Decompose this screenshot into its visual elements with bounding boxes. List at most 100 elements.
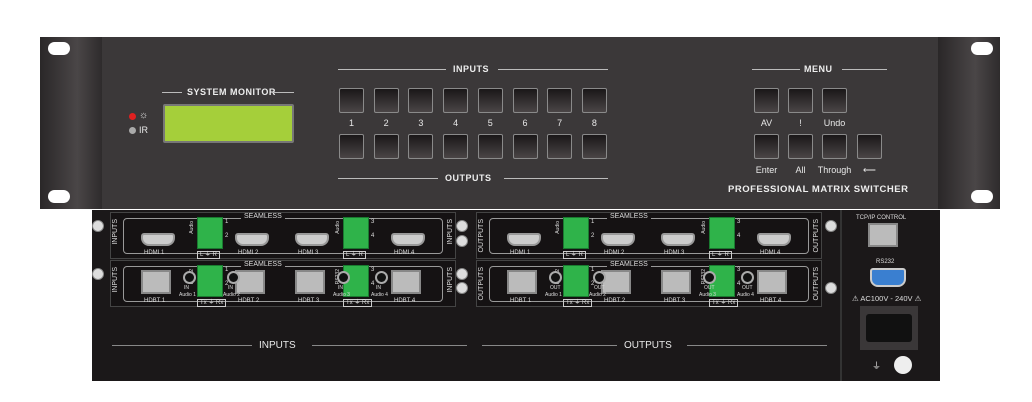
terminal-number: 3 [371, 267, 375, 273]
input-button-3[interactable] [408, 88, 434, 113]
output-button-5[interactable] [477, 134, 503, 159]
menu-label: Through [817, 165, 852, 175]
thumb-screw[interactable] [825, 220, 837, 232]
terminal-number: 2 [591, 233, 595, 239]
audio-jack[interactable] [227, 271, 240, 284]
hdbt-port[interactable] [661, 270, 691, 294]
audio-jack[interactable] [741, 271, 754, 284]
audio-dir-label: IN [376, 285, 381, 291]
mount-hole [48, 190, 70, 203]
terminal-block[interactable] [343, 217, 369, 249]
audio-jack-label: Audio 1 [179, 292, 196, 298]
menu-button-undo[interactable] [822, 88, 847, 113]
hdmi-port[interactable] [661, 233, 695, 246]
terminal-block[interactable] [563, 265, 589, 297]
mount-hole [971, 190, 993, 203]
hdmi-port[interactable] [141, 233, 175, 246]
hdbt-label: HDBT 1 [144, 298, 166, 304]
menu-button-all[interactable] [788, 134, 813, 159]
thumb-screw[interactable] [456, 220, 468, 232]
terminal-number: 1 [225, 267, 229, 273]
hdmi-port[interactable] [507, 233, 541, 246]
audio-jack[interactable] [183, 271, 196, 284]
system-monitor-title: SYSTEM MONITOR [187, 87, 276, 97]
audio-jack-label: Audio 3 [699, 292, 716, 298]
audio-dir-label: OUT [550, 285, 561, 291]
terminal-block[interactable] [563, 217, 589, 249]
terminal-legend: L ⏚ R [563, 251, 586, 259]
input-button-5[interactable] [477, 88, 503, 113]
hdmi-port[interactable] [757, 233, 791, 246]
input-button-4[interactable] [443, 88, 469, 113]
output-button-8[interactable] [581, 134, 607, 159]
output-button-2[interactable] [373, 134, 399, 159]
hdmi-label: HDMI 1 [510, 250, 531, 256]
hdbt-port[interactable] [507, 270, 537, 294]
hdbt-label: HDBT 4 [394, 298, 416, 304]
terminal-type-label: Audio [335, 221, 341, 234]
terminal-number: 4 [371, 233, 375, 239]
thumb-screw[interactable] [456, 268, 468, 280]
audio-jack[interactable] [375, 271, 388, 284]
terminal-legend: Tx ⏚ Rx [343, 299, 373, 307]
card-side-label: INPUTS [447, 219, 454, 245]
input-button-6[interactable] [512, 88, 538, 113]
terminal-block[interactable] [709, 217, 735, 249]
menu-button-back[interactable] [857, 134, 882, 159]
hdmi-port[interactable] [295, 233, 329, 246]
thumb-screw[interactable] [92, 220, 104, 232]
input-button-7[interactable] [547, 88, 573, 113]
rs232-label: RS232 [876, 259, 895, 265]
output-button-4[interactable] [443, 134, 469, 159]
rs232-port[interactable] [870, 268, 906, 287]
output-button-3[interactable] [408, 134, 434, 159]
audio-jack[interactable] [549, 271, 562, 284]
power-inlet[interactable] [860, 306, 918, 350]
thumb-screw[interactable] [92, 268, 104, 280]
hdmi-port[interactable] [391, 233, 425, 246]
hdbt-port[interactable] [601, 270, 631, 294]
thumb-screw[interactable] [825, 282, 837, 294]
menu-title: MENU [804, 64, 833, 74]
channel-number: 6 [522, 118, 528, 128]
input-button-1[interactable] [339, 88, 364, 113]
hdbt-port[interactable] [391, 270, 421, 294]
hdbt-port[interactable] [757, 270, 787, 294]
hdmi-port[interactable] [601, 233, 635, 246]
terminal-block[interactable] [197, 265, 223, 297]
hdmi-label: HDMI 2 [604, 250, 625, 256]
hdbt-port[interactable] [295, 270, 325, 294]
card-side-label: OUTPUTS [478, 267, 485, 301]
seamless-label: SEAMLESS [241, 261, 285, 268]
menu-button-av[interactable] [754, 88, 779, 113]
audio-jack[interactable] [593, 271, 606, 284]
menu-button-enter[interactable] [754, 134, 779, 159]
menu-button-info[interactable] [788, 88, 813, 113]
hdbt-port[interactable] [235, 270, 265, 294]
output-button-6[interactable] [512, 134, 538, 159]
output-button-1[interactable] [339, 134, 364, 159]
hdbt-label: HDBT 3 [664, 298, 686, 304]
channel-number: 2 [383, 118, 389, 128]
input-button-2[interactable] [373, 88, 399, 113]
audio-jack-label: Audio 4 [371, 292, 388, 298]
product-name: PROFESSIONAL MATRIX SWITCHER [728, 184, 909, 195]
power-rating: ⚠ AC100V - 240V ⚠ [852, 294, 922, 303]
menu-button-through[interactable] [822, 134, 847, 159]
audio-jack[interactable] [337, 271, 350, 284]
audio-jack[interactable] [703, 271, 716, 284]
hdbt-port[interactable] [141, 270, 171, 294]
hdbt-label: HDBT 2 [238, 298, 260, 304]
terminal-block[interactable] [197, 217, 223, 249]
menu-label: ⟵ [863, 165, 876, 175]
card-side-label: OUTPUTS [813, 219, 820, 253]
power-led [129, 113, 136, 120]
input-button-8[interactable] [581, 88, 607, 113]
terminal-number: 2 [591, 281, 595, 287]
thumb-screw[interactable] [456, 235, 468, 247]
tcpip-port[interactable] [868, 223, 898, 247]
menu-label: AV [760, 118, 773, 128]
hdmi-port[interactable] [235, 233, 269, 246]
thumb-screw[interactable] [456, 282, 468, 294]
output-button-7[interactable] [547, 134, 573, 159]
